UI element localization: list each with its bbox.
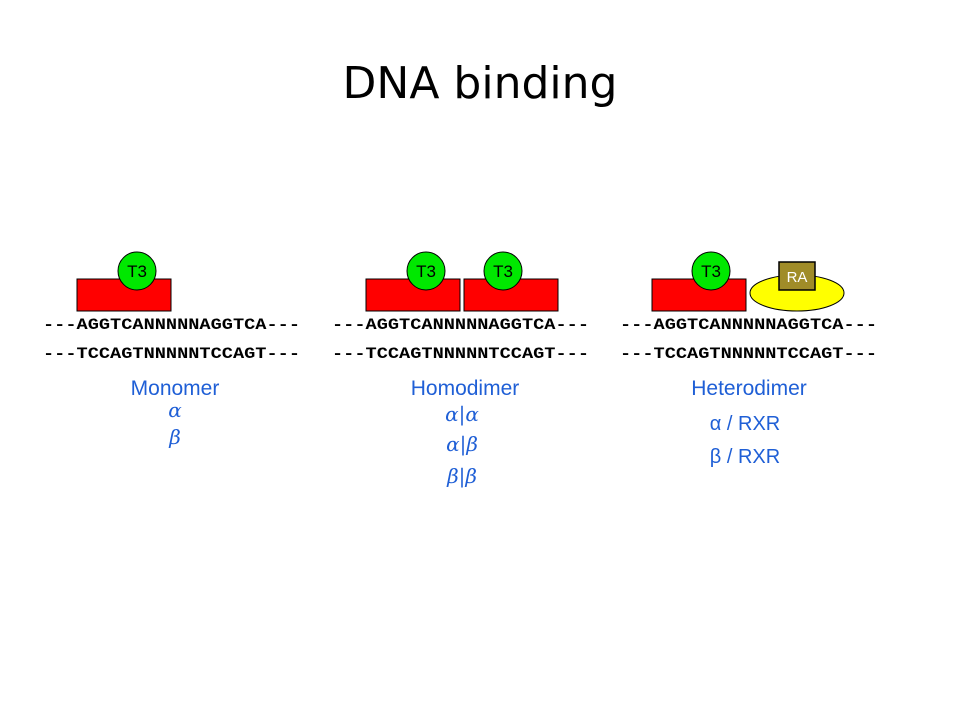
monomer-variant-beta: β	[168, 425, 181, 449]
heterodimer-t3-label: T3	[701, 262, 721, 281]
homodimer-top-strand: ---AGGTCANNNNNAGGTCA---	[332, 316, 589, 334]
panel-heterodimer: T3 RA ---AGGTCANNNNNAGGTCA--- ---TCCAGTN…	[620, 251, 877, 468]
heterodimer-variant-beta-rxr: β / RXR	[710, 446, 780, 468]
homodimer-t3-label-right: T3	[493, 262, 513, 281]
monomer-caption: Monomer	[131, 377, 220, 400]
ra-ligand-label: RA	[787, 269, 808, 286]
monomer-t3-label: T3	[127, 262, 147, 281]
homodimer-t3-label-left: T3	[416, 262, 436, 281]
homodimer-t3-hormone-left	[406, 251, 446, 291]
homodimer-variant-alpha-beta: α|β	[446, 432, 478, 457]
homodimer-variant-alpha-alpha: α|α	[445, 402, 479, 427]
heterodimer-variant-alpha-rxr: α / RXR	[710, 413, 780, 435]
monomer-t3-hormone	[117, 251, 157, 291]
homodimer-variant-beta-beta: β|β	[446, 464, 477, 489]
panel-monomer: T3 ---AGGTCANNNNNAGGTCA--- ---TCCAGTNNNN…	[43, 251, 300, 449]
homodimer-caption: Homodimer	[411, 377, 520, 400]
heterodimer-caption: Heterodimer	[691, 377, 807, 400]
homodimer-t3-hormone-right	[483, 251, 523, 291]
monomer-bottom-strand: ---TCCAGTNNNNNTCCAGT---	[43, 345, 300, 363]
ra-ligand-box	[778, 261, 816, 291]
panel-homodimer: T3 T3 ---AGGTCANNNNNAGGTCA--- ---TCCAGTN…	[332, 251, 589, 489]
heterodimer-top-strand: ---AGGTCANNNNNAGGTCA---	[620, 316, 877, 334]
heterodimer-bottom-strand: ---TCCAGTNNNNNTCCAGT---	[620, 345, 877, 363]
monomer-top-strand: ---AGGTCANNNNNAGGTCA---	[43, 316, 300, 334]
homodimer-bottom-strand: ---TCCAGTNNNNNTCCAGT---	[332, 345, 589, 363]
heterodimer-t3-hormone	[691, 251, 731, 291]
slide-title: DNA binding	[342, 58, 618, 109]
monomer-variant-alpha: α	[168, 398, 182, 422]
